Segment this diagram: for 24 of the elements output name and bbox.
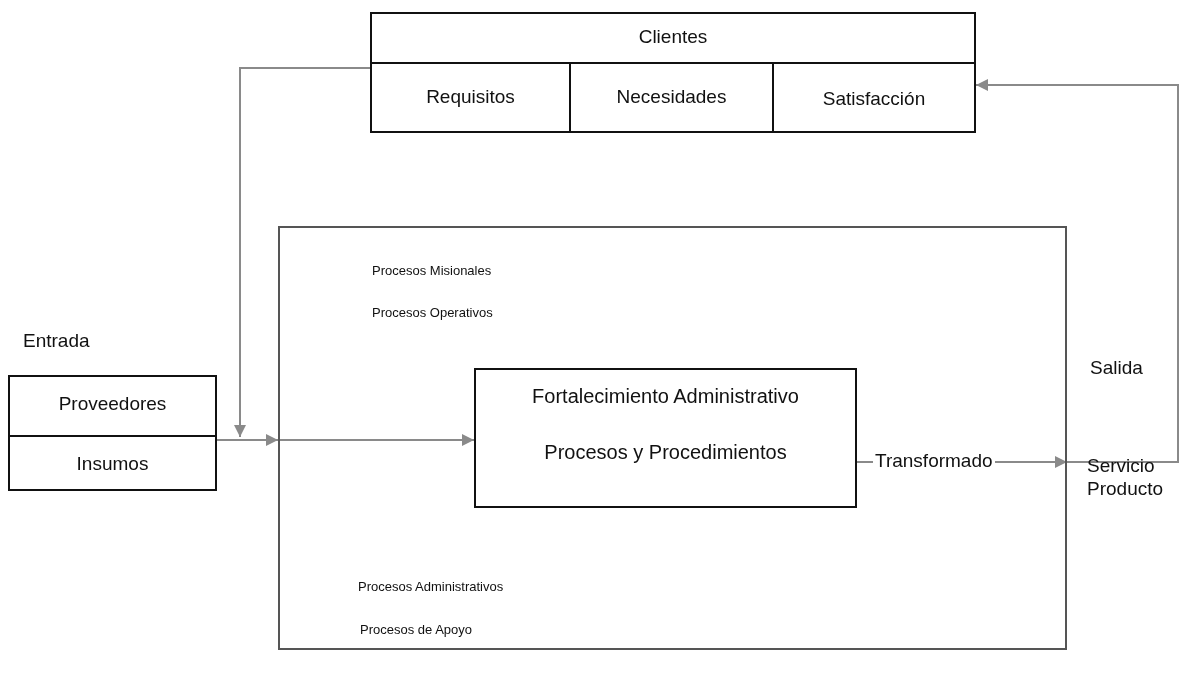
side-label: Salida	[1090, 357, 1143, 380]
process-box	[278, 226, 1067, 650]
side-label: Servicio Producto	[1087, 455, 1165, 501]
table-box	[370, 12, 976, 133]
node-label: Requisitos	[426, 86, 515, 109]
arrow	[234, 67, 371, 438]
arrow	[216, 434, 279, 446]
table-header: Clientes	[638, 26, 708, 49]
arrow	[975, 79, 1179, 463]
table-cell	[8, 375, 217, 437]
node-label: Procesos Administrativos	[358, 579, 504, 595]
process-box	[474, 368, 857, 508]
table-cell	[8, 435, 217, 491]
node-label: Proveedores	[58, 393, 167, 416]
node-label: Procesos y Procedimientos	[544, 440, 787, 464]
node-label: Satisfacción	[822, 88, 926, 111]
node-label: Procesos de Apoyo	[360, 622, 473, 638]
node-label: Insumos	[76, 453, 149, 476]
node-label: Procesos Misionales	[372, 263, 492, 279]
node-label: Necesidades	[616, 86, 727, 109]
node-label: Procesos Operativos	[372, 305, 493, 321]
arrow	[277, 434, 475, 446]
node-label: Fortalecimiento Administrativo	[532, 384, 799, 408]
heading: Entrada	[23, 330, 90, 353]
